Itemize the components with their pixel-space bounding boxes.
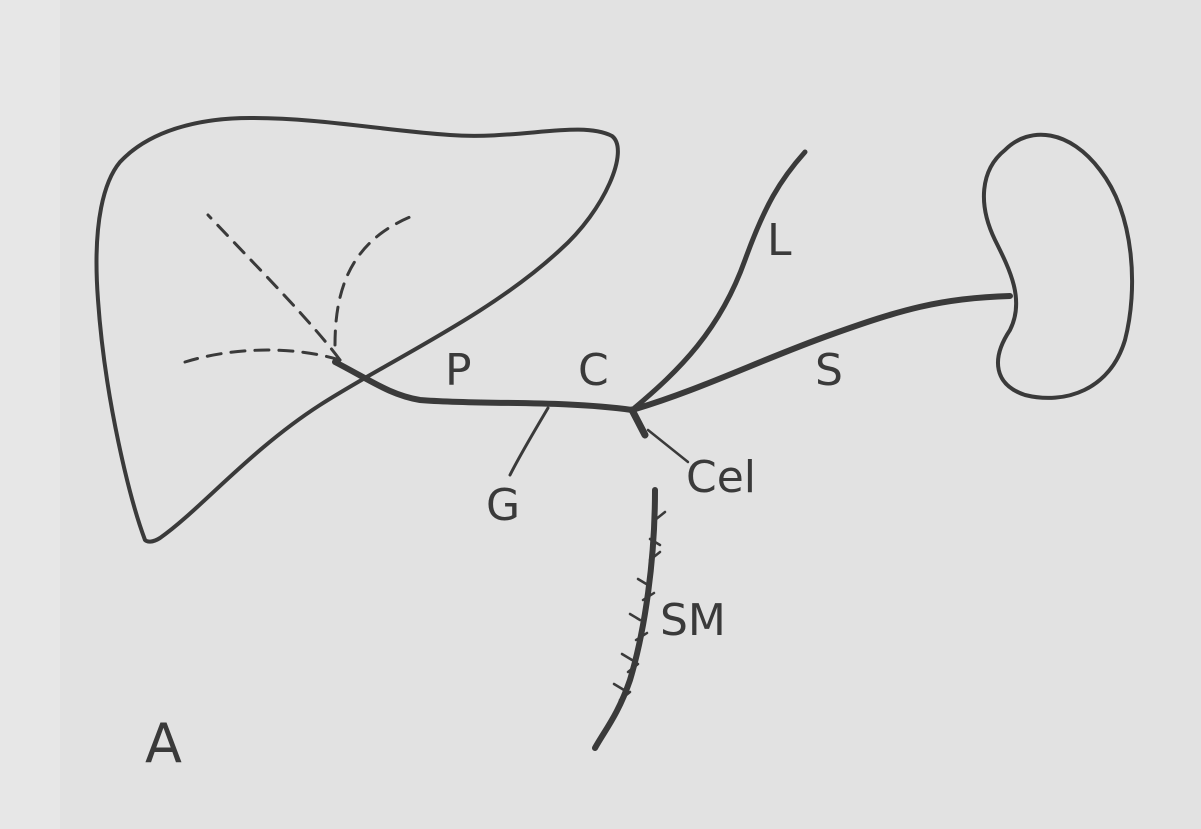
label-g: G: [486, 480, 520, 531]
splenic-artery: [629, 293, 1013, 413]
label-cel: Cel: [686, 452, 756, 503]
panel-letter: A: [145, 712, 182, 775]
label-sm: SM: [660, 595, 726, 646]
spleen-outline: [981, 132, 1135, 400]
label-c: C: [578, 345, 609, 396]
label-l: L: [767, 215, 792, 266]
gastroduodenal-branch: [508, 406, 550, 477]
intrahepatic-branch-upper-right: [333, 213, 417, 347]
sma-branch-ticks: [612, 510, 667, 702]
celiac-pointer: [646, 428, 690, 464]
celiac-trunk: [628, 406, 649, 439]
liver-outline: [94, 116, 620, 544]
paper-edge-left: [0, 0, 60, 829]
label-p: P: [445, 345, 472, 396]
hepatic-artery: [332, 359, 635, 413]
left-gastric-artery: [629, 149, 808, 413]
intrahepatic-branch-upper-left: [206, 213, 342, 362]
label-s: S: [815, 345, 843, 396]
intrahepatic-branch-left: [183, 348, 342, 364]
